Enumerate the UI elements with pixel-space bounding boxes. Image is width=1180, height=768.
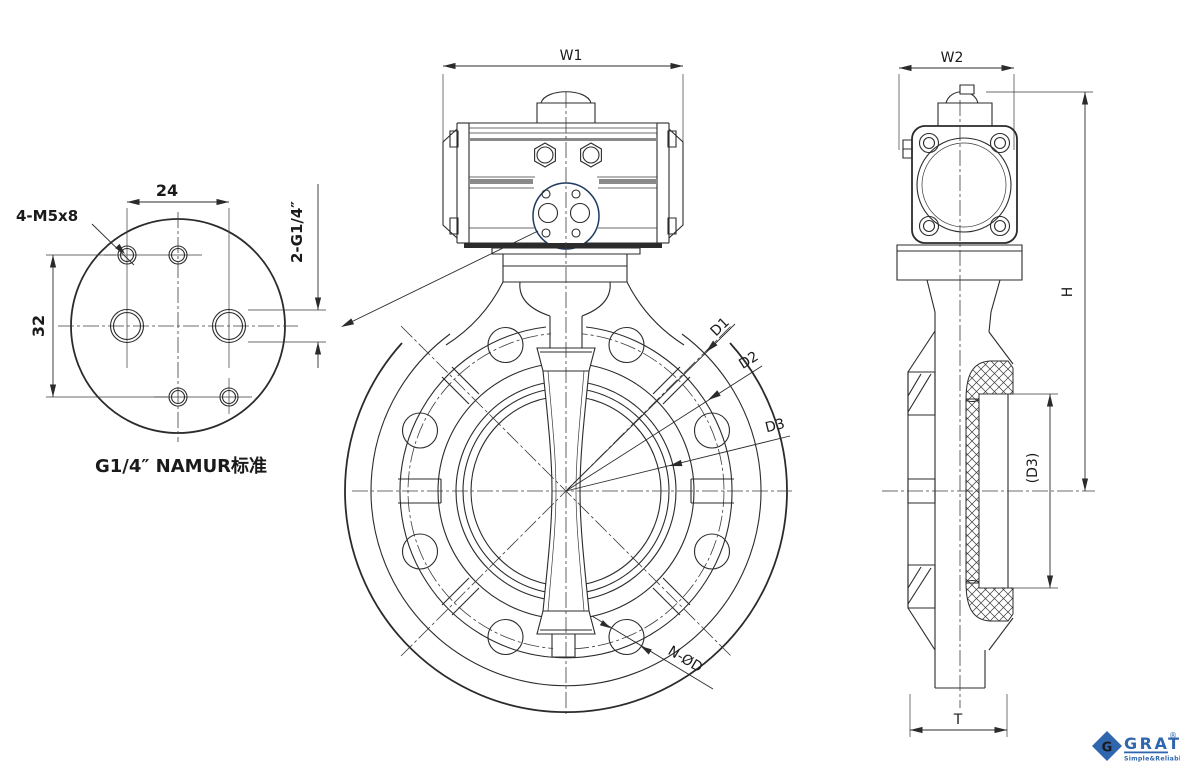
- dim-d3ref-label: (D3): [1025, 453, 1041, 484]
- actuator-front: [341, 92, 683, 327]
- g14-ports-text: 2-G1/4″: [288, 201, 306, 263]
- dim-h: H: [986, 92, 1093, 491]
- m5x8-text: 4-M5x8: [16, 207, 78, 225]
- brand-logo: G GRAT Simple&Reliable ®: [1092, 731, 1180, 763]
- dim-d3-ref: (D3): [981, 394, 1058, 588]
- seat-bottom-section: [966, 581, 1013, 622]
- g14-ports: [111, 310, 246, 343]
- flange-ribs: [442, 367, 690, 615]
- valve-front: [345, 92, 792, 716]
- mounting-bracket-front: [446, 248, 684, 345]
- logo-monogram: G: [1102, 741, 1113, 756]
- dim-w2: W2: [899, 50, 1014, 150]
- indicator-dome: [541, 92, 591, 103]
- namur-ports: [539, 190, 590, 237]
- dim-nod-label: N-ØD: [665, 643, 705, 676]
- seat-top-section: [966, 361, 1013, 402]
- dim-d3-label: D3: [764, 416, 787, 436]
- side-tabs: [398, 479, 734, 503]
- logo-tagline: Simple&Reliable: [1124, 756, 1180, 763]
- actuator-side: [897, 85, 1022, 332]
- dim-32-label: 32: [29, 315, 48, 337]
- m5-holes: [118, 246, 238, 406]
- label-m5x8: 4-M5x8: [16, 207, 134, 265]
- dim-24: 24: [127, 181, 229, 206]
- dim-d1-label: D1: [708, 315, 733, 340]
- dim-h-label: H: [1060, 287, 1076, 298]
- dim-w1-label: W1: [560, 48, 583, 64]
- front-view: W1: [341, 48, 792, 716]
- flange-ring-circle: [371, 334, 761, 686]
- namur-detail-view: 24 32 4-M5x8 2-G1/4″ G1/4″ NAMUR标准: [16, 181, 326, 477]
- actuator-end-body: [912, 126, 1017, 243]
- indicator-slot: [960, 85, 974, 94]
- cylinder-bore-circle: [917, 138, 1011, 232]
- detail-caption: G1/4″ NAMUR标准: [95, 455, 267, 477]
- logo-diamond-icon: [1092, 731, 1122, 761]
- limit-stop-bolts: [535, 143, 602, 167]
- dim-t-label: T: [953, 712, 963, 728]
- actuator-base-band: [464, 243, 662, 248]
- dim-w2-label: W2: [941, 50, 964, 66]
- mounting-flange-side: [897, 245, 1022, 280]
- valve-body-side: [882, 100, 1095, 708]
- logo-underline: [1124, 751, 1168, 754]
- logo-brand-text: GRAT: [1124, 734, 1180, 753]
- detail-leader: [341, 231, 538, 327]
- logo-registered-mark: ®: [1169, 731, 1177, 740]
- side-view: W2: [882, 50, 1095, 737]
- dim-w1: W1: [443, 48, 683, 148]
- bolt-hole-callout: N-ØD: [592, 616, 713, 689]
- dim-t: T: [910, 694, 1007, 737]
- dim-24-label: 24: [156, 181, 178, 200]
- dim-32: 32: [29, 255, 168, 397]
- label-2g14: 2-G1/4″: [248, 184, 326, 368]
- bolt-holes: [403, 328, 730, 655]
- indicator-base-side: [938, 103, 992, 126]
